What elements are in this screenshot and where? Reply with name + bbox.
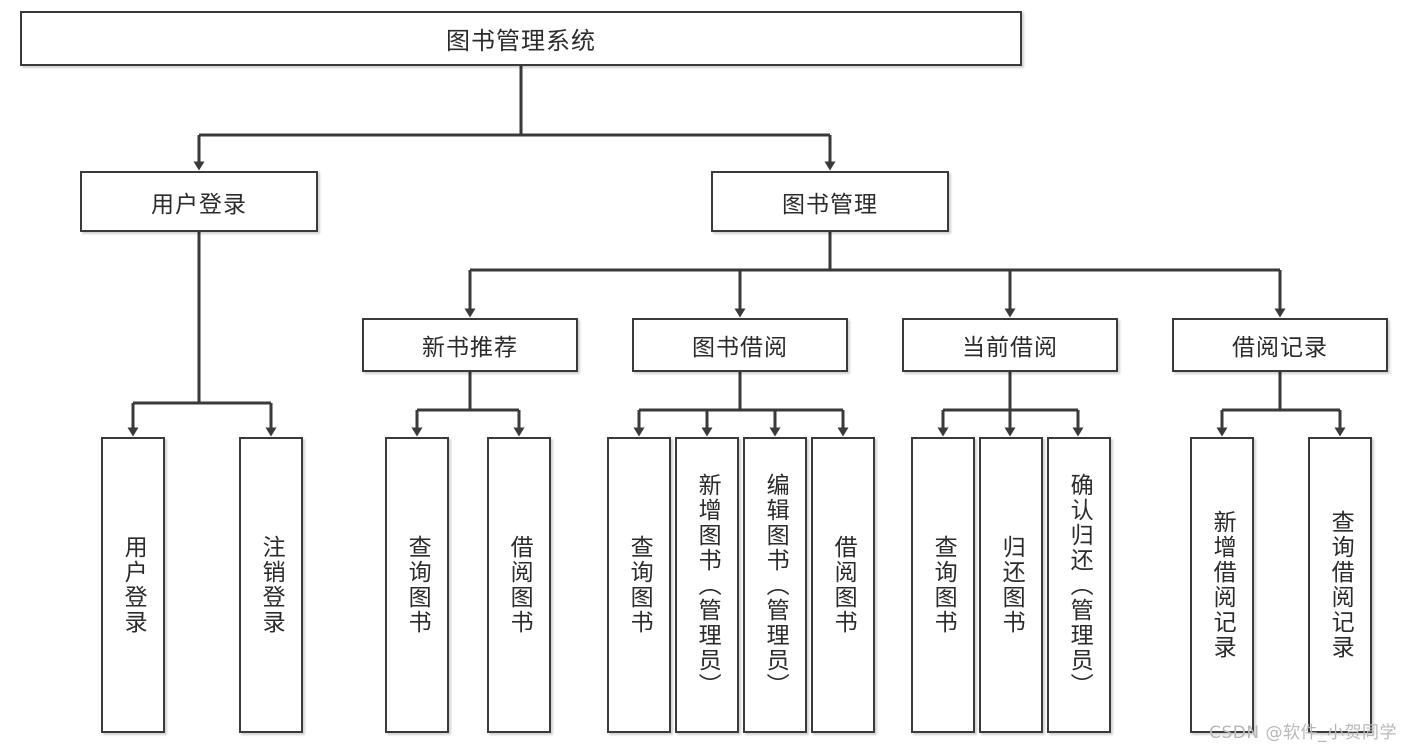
- node-new-book-recommend-label: 新书推荐: [422, 335, 518, 361]
- node-current-borrow-label: 当前借阅: [962, 335, 1058, 361]
- node-borrow-record-label: 借阅记录: [1232, 335, 1328, 361]
- node-root-label: 图书管理系统: [446, 27, 596, 55]
- leaf-query-book-3[interactable]: 查询图书: [911, 437, 975, 733]
- leaf-edit-book-label: 编辑图书（管理员）: [762, 472, 789, 698]
- leaf-query-record-label: 查询借阅记录: [1327, 510, 1354, 660]
- leaf-query-book-3-label: 查询图书: [930, 535, 957, 635]
- node-user-login-label: 用户登录: [151, 191, 247, 218]
- node-book-management-label: 图书管理: [782, 191, 878, 218]
- leaf-user-login[interactable]: 用户登录: [101, 437, 165, 733]
- leaf-add-book[interactable]: 新增图书（管理员）: [675, 437, 739, 733]
- leaf-query-book-1[interactable]: 查询图书: [385, 437, 449, 733]
- leaf-query-book-2-label: 查询图书: [626, 535, 653, 635]
- leaf-query-book-2[interactable]: 查询图书: [607, 437, 671, 733]
- watermark-text: CSDN @软件_小贺同学: [1209, 723, 1397, 743]
- leaf-query-record[interactable]: 查询借阅记录: [1308, 437, 1372, 733]
- leaf-borrow-book-2[interactable]: 借阅图书: [811, 437, 875, 733]
- leaf-return-book-label: 归还图书: [998, 535, 1025, 635]
- leaf-add-record[interactable]: 新增借阅记录: [1190, 437, 1254, 733]
- leaf-edit-book[interactable]: 编辑图书（管理员）: [743, 437, 807, 733]
- leaf-logout-label: 注销登录: [258, 535, 285, 635]
- node-new-book-recommend[interactable]: 新书推荐: [362, 318, 578, 372]
- leaf-add-book-label: 新增图书（管理员）: [694, 472, 721, 698]
- node-root[interactable]: 图书管理系统: [20, 11, 1022, 66]
- leaf-logout[interactable]: 注销登录: [239, 437, 303, 733]
- leaf-return-book[interactable]: 归还图书: [979, 437, 1043, 733]
- leaf-borrow-book-1-label: 借阅图书: [506, 535, 533, 635]
- leaf-borrow-book-1[interactable]: 借阅图书: [487, 437, 551, 733]
- node-current-borrow[interactable]: 当前借阅: [902, 318, 1118, 372]
- node-book-management[interactable]: 图书管理: [711, 171, 949, 232]
- node-user-login[interactable]: 用户登录: [80, 171, 318, 232]
- node-borrow-record[interactable]: 借阅记录: [1172, 318, 1388, 372]
- leaf-confirm-return[interactable]: 确认归还（管理员）: [1047, 437, 1111, 733]
- node-book-borrow-label: 图书借阅: [692, 335, 788, 361]
- leaf-query-book-1-label: 查询图书: [404, 535, 431, 635]
- leaf-user-login-label: 用户登录: [120, 535, 147, 635]
- leaf-add-record-label: 新增借阅记录: [1209, 510, 1236, 660]
- leaf-borrow-book-2-label: 借阅图书: [830, 535, 857, 635]
- leaf-confirm-return-label: 确认归还（管理员）: [1066, 472, 1093, 698]
- node-book-borrow[interactable]: 图书借阅: [632, 318, 848, 372]
